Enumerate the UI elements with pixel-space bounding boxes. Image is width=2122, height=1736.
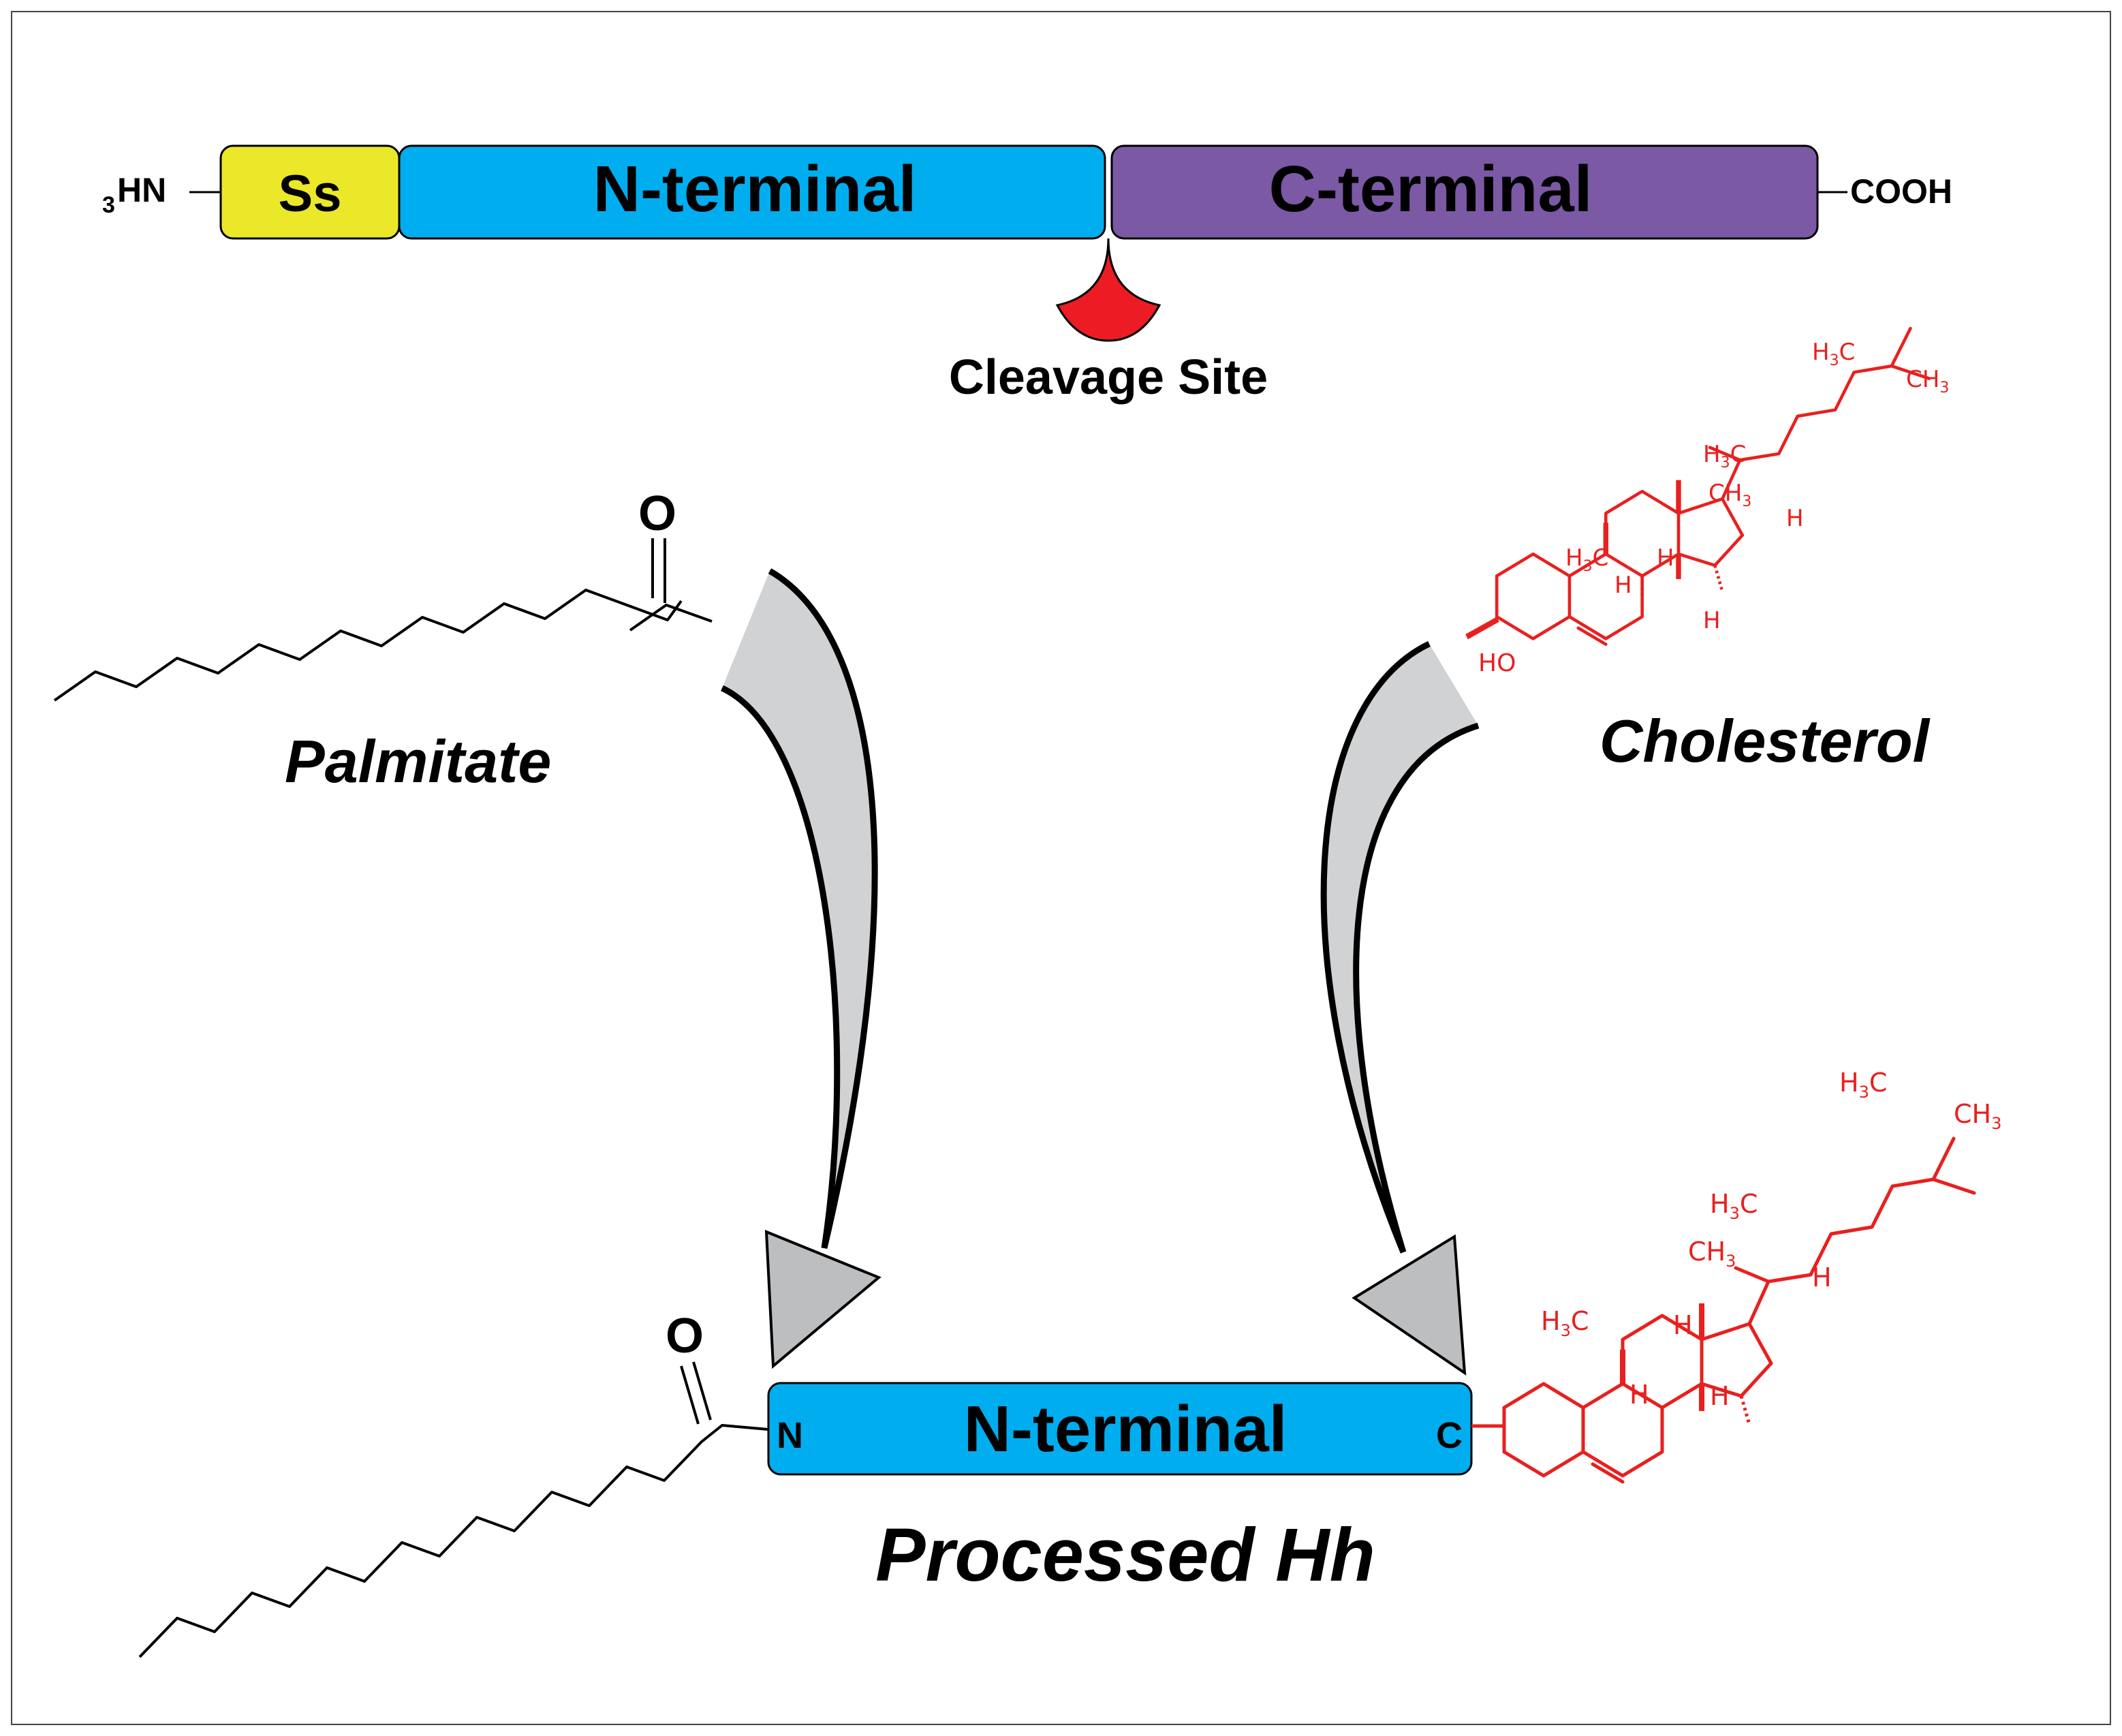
processed-c-end: C [1436,1415,1463,1456]
cholesterol-structure-bottom [1471,1138,1974,1482]
cholesterol-structure-icon [1465,328,1929,645]
signal-sequence-label: Ss [279,165,342,223]
processed-hh-label: Processed Hh [875,1513,1375,1597]
n-end-label: HN [117,171,166,209]
svg-text:H: H [1673,1310,1693,1340]
n-terminal-domain [398,144,1106,240]
palmitate-arrow [721,568,881,1369]
processed-oxygen: O [666,1309,704,1363]
n-end-subscript: 3 [102,192,115,218]
svg-text:CH3: CH3 [1708,480,1751,510]
svg-text:CH3: CH3 [1954,1099,2001,1133]
cholesterol-arrowhead-icon [1352,1234,1467,1376]
n-terminal-label: N-terminal [593,153,917,226]
cholesterol-structure-top: HO H3C CH3 H H H H H3C H3C CH3 Cholester… [1465,328,1949,775]
svg-text:H: H [1657,544,1674,572]
svg-text:H: H [1614,572,1632,599]
svg-text:H: H [1703,607,1721,634]
cholesterol-label: Cholesterol [1600,707,1931,775]
svg-text:H: H [1812,1262,1832,1292]
processed-domain-label: N-terminal [964,1393,1288,1466]
svg-text:H3C: H3C [1812,339,1855,369]
cleavage-site-label: Cleavage Site [949,350,1268,405]
processed-n-terminal-domain [767,1382,1473,1476]
processed-hh: O N N-terminal C Processed Hh H3C CH3 H … [138,1068,2001,1658]
svg-text:H3C: H3C [1565,544,1608,575]
svg-text:H3C: H3C [1839,1068,1887,1102]
c-end-label: COOH [1850,172,1952,211]
svg-text:H3C: H3C [1710,1189,1758,1223]
palmitate-chain [53,589,683,702]
c-terminal-label: C-terminal [1269,153,1593,226]
svg-text:H3C: H3C [1541,1306,1589,1340]
svg-text:CH3: CH3 [1906,366,1949,397]
svg-text:H: H [1629,1380,1649,1410]
svg-text:H: H [1710,1381,1730,1411]
cleavage-site-icon [1055,238,1161,342]
palmitate-oxygen: O [638,486,676,541]
palmitate-arrowhead-icon [764,1229,881,1369]
chol-top-hydroxyl: HO [1478,649,1516,677]
palmitate-structure: O Palmitate [53,486,713,795]
processed-n-end: N [777,1415,803,1456]
palmitate-label: Palmitate [285,728,551,795]
figure-frame [11,11,2111,1725]
precursor-protein: 3 HN Ss N-terminal C-terminal COOH Cleav… [102,144,1952,405]
svg-text:H: H [1786,505,1804,532]
svg-text:CH3: CH3 [1688,1237,1736,1271]
svg-text:H3C: H3C [1703,441,1746,471]
cholesterol-arrow [1320,640,1480,1376]
